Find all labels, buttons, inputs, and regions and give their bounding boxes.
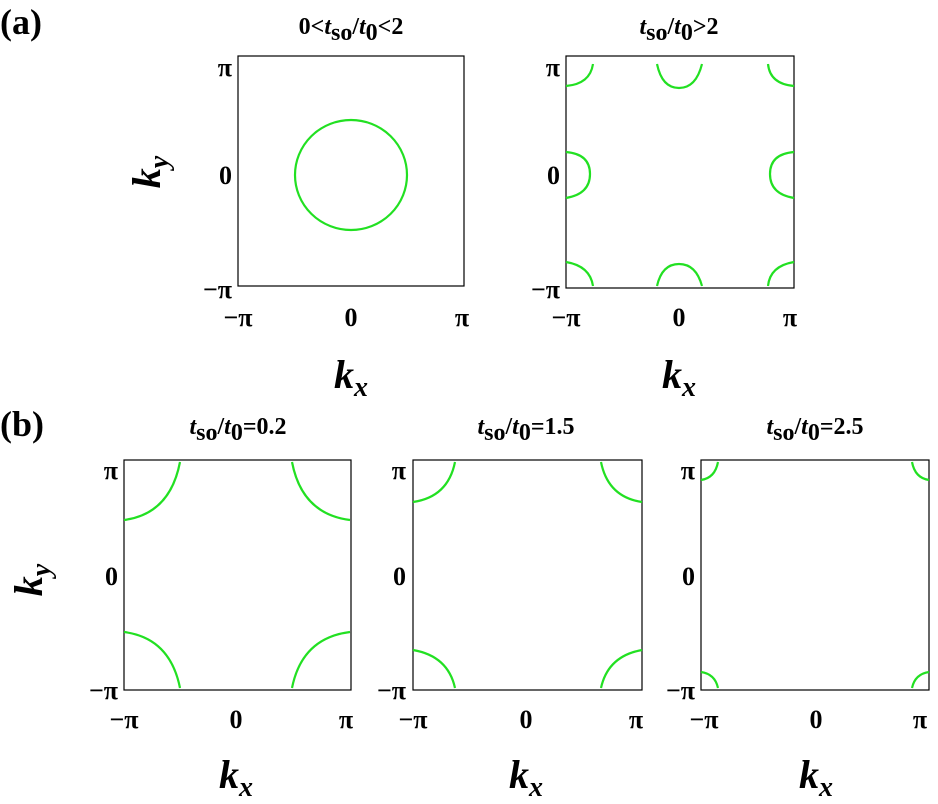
plot-b3: tso/t0=2.5 π 0 −π −π 0 π kx xyxy=(666,414,930,803)
plot-a2-contour xyxy=(565,63,795,287)
plot-a2-pocket-bc xyxy=(655,262,704,287)
plot-b3-corner-bl xyxy=(700,670,720,689)
plot-b2-xtick-mid: 0 xyxy=(520,705,533,734)
plot-a2-xtick-left: −π xyxy=(551,303,580,332)
plot-b1-corner-tr xyxy=(290,461,351,522)
plot-b1-corner-br xyxy=(290,630,351,689)
plot-a1-ylabel: ky xyxy=(124,155,175,188)
plot-a1-ytick-top: π xyxy=(218,53,232,82)
plot-a2-frame xyxy=(565,55,795,289)
plot-b3-corner-tr xyxy=(910,461,930,482)
plot-b2-corner-tr xyxy=(599,461,643,504)
plot-b2-ytick-bottom: −π xyxy=(377,676,406,705)
plot-b3-ytick-top: π xyxy=(681,456,695,485)
plot-b3-frame xyxy=(700,459,930,691)
plot-b1-ytick-bottom: −π xyxy=(89,676,118,705)
plot-a2-xtick-mid: 0 xyxy=(673,303,686,332)
plot-b3-contour xyxy=(700,461,930,689)
plot-a2-title: tso/t0>2 xyxy=(639,14,718,46)
plot-b1-ytick-top: π xyxy=(104,456,118,485)
plot-b2-ytick-mid: 0 xyxy=(393,562,406,591)
plot-b1: tso/t0=0.2 π 0 −π −π 0 π kx ky xyxy=(6,414,353,803)
plot-b1-xtick-right: π xyxy=(339,705,353,734)
plot-b3-ytick-bottom: −π xyxy=(666,676,695,705)
plot-a1-contour xyxy=(293,118,409,232)
plot-b2-ytick-top: π xyxy=(392,456,406,485)
plot-a1-xtick-left: −π xyxy=(223,303,252,332)
plot-a2-pocket-br xyxy=(766,260,795,287)
plot-b2-xlabel: kx xyxy=(509,752,543,803)
plot-b2-corner-bl xyxy=(412,648,457,689)
plot-b1-title: tso/t0=0.2 xyxy=(189,414,286,446)
plot-b2: tso/t0=1.5 π 0 −π −π 0 π kx xyxy=(377,414,643,803)
plot-a1-xtick-mid: 0 xyxy=(345,303,358,332)
plot-b3-ytick-mid: 0 xyxy=(682,562,695,591)
panel-label-b: (b) xyxy=(0,404,44,444)
plot-a1-xtick-right: π xyxy=(455,303,469,332)
plot-b2-xtick-left: −π xyxy=(398,705,427,734)
plot-b3-corner-br xyxy=(910,670,930,689)
plot-b2-corner-tl xyxy=(412,461,457,504)
plot-a2-ytick-bottom: −π xyxy=(531,275,560,304)
plot-a1-ytick-mid: 0 xyxy=(219,161,232,190)
plot-b2-frame xyxy=(412,459,643,691)
plot-a2-pocket-ml xyxy=(565,150,592,200)
plot-b3-xlabel: kx xyxy=(799,752,833,803)
plot-a1-frame xyxy=(237,55,465,287)
plot-a2: tso/t0>2 π 0 −π −π 0 π kx xyxy=(531,14,797,403)
plot-b1-xtick-left: −π xyxy=(109,705,138,734)
plot-a1-title: 0<tso/t0<2 xyxy=(299,14,404,46)
plot-b1-ytick-mid: 0 xyxy=(105,562,118,591)
plot-b3-xtick-mid: 0 xyxy=(810,705,823,734)
plot-a2-pocket-mr xyxy=(768,150,795,200)
plot-b3-title: tso/t0=2.5 xyxy=(766,414,863,446)
plot-a1-ytick-bottom: −π xyxy=(203,275,232,304)
plot-b1-ylabel: ky xyxy=(6,563,57,596)
plot-a1: 0<tso/t0<2 π 0 −π −π 0 π kx ky xyxy=(124,14,469,403)
plot-b2-corner-br xyxy=(599,648,643,689)
plot-a2-xlabel: kx xyxy=(662,352,696,403)
plot-b3-xtick-right: π xyxy=(913,705,927,734)
plot-a1-xlabel: kx xyxy=(334,352,368,403)
plot-a2-xtick-right: π xyxy=(783,303,797,332)
plot-b1-contour xyxy=(123,461,351,689)
plot-a2-pocket-tc xyxy=(655,63,704,90)
plot-b1-corner-tl xyxy=(123,461,182,522)
plot-a2-pocket-tl xyxy=(565,63,595,88)
plot-b1-xlabel: kx xyxy=(219,752,253,803)
plot-b1-corner-bl xyxy=(123,630,182,689)
plot-b2-xtick-right: π xyxy=(629,705,643,734)
plot-b1-xtick-mid: 0 xyxy=(230,705,243,734)
plot-b3-xtick-left: −π xyxy=(689,705,718,734)
plot-b1-frame xyxy=(123,459,352,691)
plot-a2-pocket-bl xyxy=(565,260,595,287)
plot-b2-contour xyxy=(412,461,643,689)
plot-a2-ytick-mid: 0 xyxy=(547,161,560,190)
plot-a2-pocket-tr xyxy=(766,63,795,88)
plot-b3-corner-tl xyxy=(700,461,720,482)
plot-a2-ytick-top: π xyxy=(546,53,560,82)
panel-label-a: (a) xyxy=(0,2,42,42)
plot-b2-title: tso/t0=1.5 xyxy=(477,414,574,446)
